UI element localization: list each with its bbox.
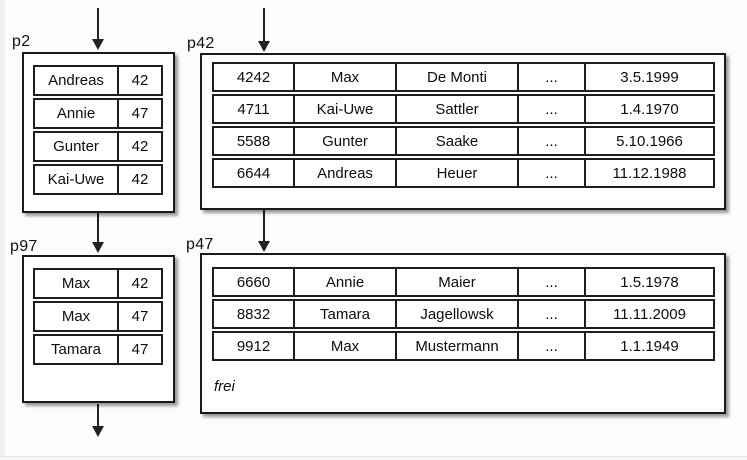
slide-bottom-edge [0,456,747,460]
arrow-into-p42 [258,8,270,52]
arrow-line [97,213,99,243]
cell-value: 42 [131,171,149,188]
cell-lastname: Maier [397,269,519,295]
cell-name: Annie [35,100,119,127]
page-label-p97: p97 [10,238,38,255]
cell-id: 6660 [214,269,295,295]
arrow-p42-to-p47 [258,210,270,252]
cell-date: 5.10.1966 [616,132,683,150]
cell-lastname: De Monti [397,64,519,90]
table-row: 6644 Andreas Heuer ... 11.12.1988 [212,158,715,188]
table-row: 9912 Max Mustermann ... 1.1.1949 [212,331,715,361]
page-box-p97: Max 42 Max 47 Tamara 47 [22,255,175,403]
cell-ellipsis: ... [519,128,586,154]
cell-lastname: Heuer [397,160,519,186]
cell-name: Kai-Uwe [35,166,119,193]
table-row: Tamara 47 [33,334,163,365]
table-row: 4711 Kai-Uwe Sattler ... 1.4.1970 [212,94,715,124]
page-box-p42: 4242 Max De Monti ... 3.5.1999 4711 Kai-… [200,53,726,210]
cell-name: Gunter [35,133,119,160]
page-label-p42: p42 [187,35,215,52]
cell-name: Andreas [35,67,119,94]
cell-ellipsis: ... [519,269,586,295]
cell-date: 11.11.2009 [613,305,686,323]
cell-ellipsis: ... [519,301,586,327]
p42-record-table: 4242 Max De Monti ... 3.5.1999 4711 Kai-… [212,62,715,190]
table-row: 4242 Max De Monti ... 3.5.1999 [212,62,715,92]
cell-name: Max [35,270,119,297]
cell-id: 8832 [214,301,295,327]
cell-value: 42 [131,72,149,89]
cell-lastname: Jagellowsk [397,301,519,327]
cell-ellipsis: ... [519,160,586,186]
cell-value: 42 [131,275,149,292]
table-row: 6660 Annie Maier ... 1.5.1978 [212,267,715,297]
arrow-out-of-p97 [92,404,104,437]
table-row: 8832 Tamara Jagellowsk ... 11.11.2009 [212,299,715,329]
arrow-p2-to-p97 [92,213,104,253]
cell-firstname: Kai-Uwe [295,96,397,122]
arrow-head-icon [92,39,104,50]
cell-lastname: Mustermann [397,333,519,359]
cell-firstname: Max [295,333,397,359]
cell-date: 1.1.1949 [620,337,679,355]
page-label-p2: p2 [12,33,31,50]
cell-value: 42 [131,138,149,155]
cell-date: 11.12.1988 [612,164,687,182]
cell-firstname: Max [295,64,397,90]
cell-id: 9912 [214,333,295,359]
free-space-label: frei [214,378,235,395]
cell-name: Max [35,303,119,330]
table-row: 5588 Gunter Saake ... 5.10.1966 [212,126,715,156]
table-row: Andreas 42 [33,65,163,96]
cell-lastname: Saake [397,128,519,154]
cell-firstname: Gunter [295,128,397,154]
arrow-line [97,404,99,427]
cell-id: 4242 [214,64,295,90]
arrow-head-icon [258,41,270,52]
cell-date: 3.5.1999 [620,68,679,86]
page-label-p47: p47 [186,236,214,253]
arrow-head-icon [258,241,270,252]
arrow-line [263,8,265,42]
cell-id: 5588 [214,128,295,154]
arrow-head-icon [92,242,104,253]
cell-date: 1.5.1978 [620,273,679,291]
p2-index-table: Andreas 42 Annie 47 Gunter 42 Kai-Uwe 42 [33,65,163,197]
cell-id: 6644 [214,160,295,186]
cell-ellipsis: ... [519,96,586,122]
cell-lastname: Sattler [397,96,519,122]
table-row: Max 47 [33,301,163,332]
arrow-line [263,210,265,242]
p97-index-table: Max 42 Max 47 Tamara 47 [33,268,163,367]
arrow-line [97,8,99,40]
table-row: Max 42 [33,268,163,299]
slide-left-margin [0,0,5,460]
page-box-p2: Andreas 42 Annie 47 Gunter 42 Kai-Uwe 42 [22,52,175,213]
table-row: Kai-Uwe 42 [33,164,163,195]
cell-name: Tamara [35,336,119,363]
cell-firstname: Tamara [295,301,397,327]
table-row: Annie 47 [33,98,163,129]
table-row: Gunter 42 [33,131,163,162]
cell-id: 4711 [214,96,295,122]
cell-ellipsis: ... [519,64,586,90]
p47-record-table: 6660 Annie Maier ... 1.5.1978 8832 Tamar… [212,267,715,363]
cell-date: 1.4.1970 [620,100,679,118]
page-box-p47: 6660 Annie Maier ... 1.5.1978 8832 Tamar… [200,253,726,414]
arrow-head-icon [92,426,104,437]
cell-ellipsis: ... [519,333,586,359]
cell-value: 47 [131,308,149,325]
arrow-into-p2 [92,8,104,50]
cell-firstname: Annie [295,269,397,295]
cell-firstname: Andreas [295,160,397,186]
cell-value: 47 [131,105,149,122]
cell-value: 47 [131,341,149,358]
